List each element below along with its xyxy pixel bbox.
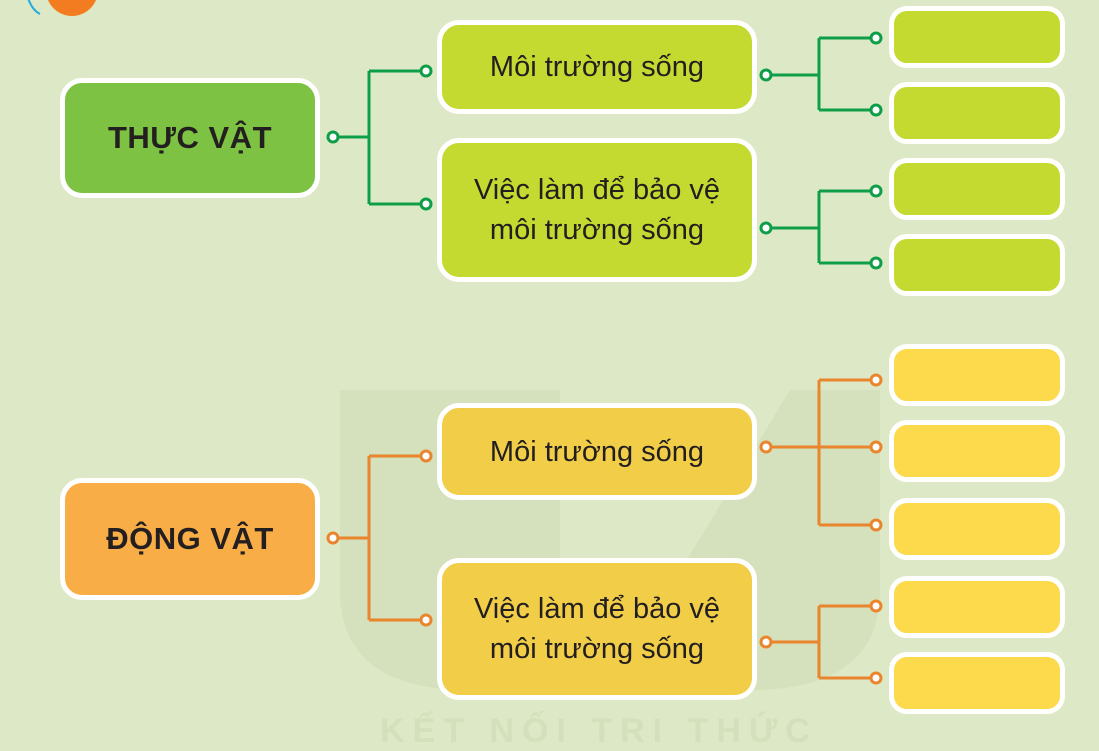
plants-habitat-answer-1[interactable]: [889, 6, 1065, 68]
plants-habitat-answer-2[interactable]: [889, 82, 1065, 144]
plants-protection-label-1: Việc làm để bảo vệ: [473, 174, 721, 206]
animals-habitat-answer-2[interactable]: [889, 420, 1065, 482]
plants-protection-answer-1[interactable]: [889, 158, 1065, 220]
animals-protection-node: Việc làm để bảo vệ môi trường sống: [437, 558, 757, 700]
plants-habitat-node: Môi trường sống: [437, 20, 757, 114]
plants-connectors: [326, 31, 883, 270]
animals-protection-label-1: Việc làm để bảo vệ: [473, 593, 721, 625]
animals-connectors: [326, 373, 883, 685]
animals-habitat-label: Môi trường sống: [489, 435, 705, 468]
plants-main-node: THỰC VẬT: [60, 78, 320, 198]
connectors: [326, 31, 883, 685]
animals-habitat-answer-1[interactable]: [889, 344, 1065, 406]
animals-title: ĐỘNG VẬT: [106, 521, 274, 556]
gear-icon: [27, 0, 96, 16]
animals-protection-label-2: môi trường sống: [489, 633, 705, 665]
animals-protection-answer-2[interactable]: [889, 652, 1065, 714]
plants-title: THỰC VẬT: [107, 120, 273, 155]
animals-habitat-answer-3[interactable]: [889, 498, 1065, 560]
plants-protection-answer-2[interactable]: [889, 234, 1065, 296]
animals-protection-answer-1[interactable]: [889, 576, 1065, 638]
plants-protection-node: Việc làm để bảo vệ môi trường sống: [437, 138, 757, 282]
plants-habitat-label: Môi trường sống: [489, 51, 705, 83]
animals-habitat-node: Môi trường sống: [437, 403, 757, 500]
animals-main-node: ĐỘNG VẬT: [60, 478, 320, 600]
plants-protection-label-2: môi trường sống: [489, 214, 705, 246]
